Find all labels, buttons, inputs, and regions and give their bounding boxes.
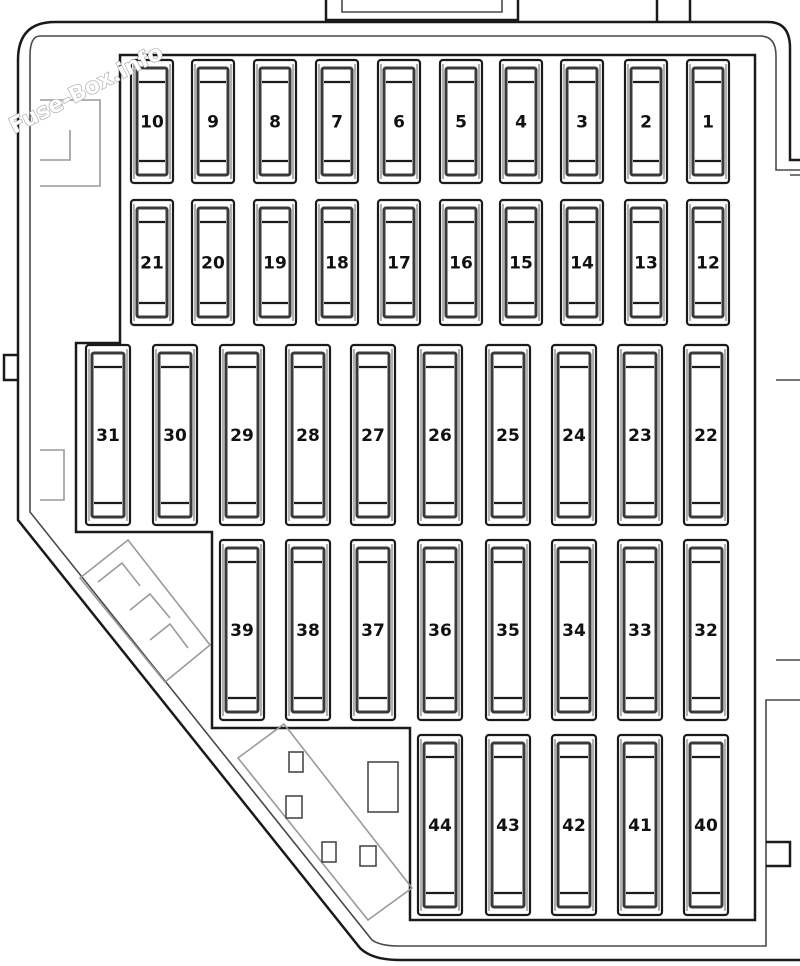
fuse-label: 23 xyxy=(628,426,652,446)
fuse-27: 27 xyxy=(349,343,397,527)
fuse-panel-outline xyxy=(74,53,757,922)
fuse-38: 38 xyxy=(284,538,332,722)
fuse-label: 5 xyxy=(455,113,467,133)
fuse-9: 9 xyxy=(190,58,236,185)
fuse-29: 29 xyxy=(218,343,266,527)
fuse-label: 3 xyxy=(576,113,588,133)
fuse-21: 21 xyxy=(129,198,175,327)
fuse-label: 43 xyxy=(496,816,520,836)
fuse-3: 3 xyxy=(559,58,605,185)
fuse-12: 12 xyxy=(685,198,731,327)
fuse-label: 24 xyxy=(562,426,586,446)
fuse-label: 7 xyxy=(331,113,343,133)
fuse-37: 37 xyxy=(349,538,397,722)
fuse-label: 4 xyxy=(515,113,527,133)
fuse-16: 16 xyxy=(438,198,484,327)
fuse-label: 16 xyxy=(449,254,473,274)
fuse-33: 33 xyxy=(616,538,664,722)
fuse-label: 19 xyxy=(263,254,287,274)
fuse-label: 32 xyxy=(694,621,718,641)
fuse-36: 36 xyxy=(416,538,464,722)
fuse-25: 25 xyxy=(484,343,532,527)
fuse-label: 21 xyxy=(140,254,164,274)
fuse-label: 17 xyxy=(387,254,411,274)
fuse-6: 6 xyxy=(376,58,422,185)
fuse-15: 15 xyxy=(498,198,544,327)
fuse-42: 42 xyxy=(550,733,598,917)
fuse-20: 20 xyxy=(190,198,236,327)
fuse-24: 24 xyxy=(550,343,598,527)
fuse-13: 13 xyxy=(623,198,669,327)
fuse-label: 29 xyxy=(230,426,254,446)
fuse-30: 30 xyxy=(151,343,199,527)
fuse-10: 10 xyxy=(129,58,175,185)
fuse-label: 26 xyxy=(428,426,452,446)
fuse-1: 1 xyxy=(685,58,731,185)
fuse-32: 32 xyxy=(682,538,730,722)
fuse-44: 44 xyxy=(416,733,464,917)
fuse-18: 18 xyxy=(314,198,360,327)
fuse-35: 35 xyxy=(484,538,532,722)
fuse-23: 23 xyxy=(616,343,664,527)
fuse-label: 41 xyxy=(628,816,652,836)
fuse-label: 6 xyxy=(393,113,405,133)
fuse-label: 18 xyxy=(325,254,349,274)
fuse-31: 31 xyxy=(84,343,132,527)
fuse-label: 30 xyxy=(163,426,187,446)
fuse-28: 28 xyxy=(284,343,332,527)
fuse-label: 2 xyxy=(640,113,652,133)
fuse-label: 40 xyxy=(694,816,718,836)
fuse-label: 25 xyxy=(496,426,520,446)
fuse-label: 20 xyxy=(201,254,225,274)
fuse-label: 10 xyxy=(140,113,164,133)
fuse-22: 22 xyxy=(682,343,730,527)
fuse-7: 7 xyxy=(314,58,360,185)
fuse-26: 26 xyxy=(416,343,464,527)
fuse-label: 33 xyxy=(628,621,652,641)
fuse-label: 13 xyxy=(634,254,658,274)
fuse-34: 34 xyxy=(550,538,598,722)
fuse-14: 14 xyxy=(559,198,605,327)
fuse-label: 1 xyxy=(702,113,714,133)
fuse-label: 35 xyxy=(496,621,520,641)
fuse-41: 41 xyxy=(616,733,664,917)
fuse-label: 42 xyxy=(562,816,586,836)
fuse-label: 44 xyxy=(428,816,452,836)
fuse-4: 4 xyxy=(498,58,544,185)
fuse-5: 5 xyxy=(438,58,484,185)
fuse-label: 38 xyxy=(296,621,320,641)
fuse-label: 28 xyxy=(296,426,320,446)
fuse-label: 31 xyxy=(96,426,120,446)
fuse-40: 40 xyxy=(682,733,730,917)
fuse-label: 12 xyxy=(696,254,720,274)
fuse-17: 17 xyxy=(376,198,422,327)
fuse-label: 27 xyxy=(361,426,385,446)
fuse-label: 14 xyxy=(570,254,594,274)
fuse-2: 2 xyxy=(623,58,669,185)
fuse-label: 39 xyxy=(230,621,254,641)
fuse-8: 8 xyxy=(252,58,298,185)
fuse-label: 15 xyxy=(509,254,533,274)
relay-connector-area xyxy=(78,538,414,922)
fuse-label: 8 xyxy=(269,113,281,133)
fuse-label: 37 xyxy=(361,621,385,641)
fuse-19: 19 xyxy=(252,198,298,327)
fuse-43: 43 xyxy=(484,733,532,917)
fuse-label: 36 xyxy=(428,621,452,641)
fuse-39: 39 xyxy=(218,538,266,722)
fuse-label: 9 xyxy=(207,113,219,133)
fuse-label: 22 xyxy=(694,426,718,446)
fuse-label: 34 xyxy=(562,621,586,641)
